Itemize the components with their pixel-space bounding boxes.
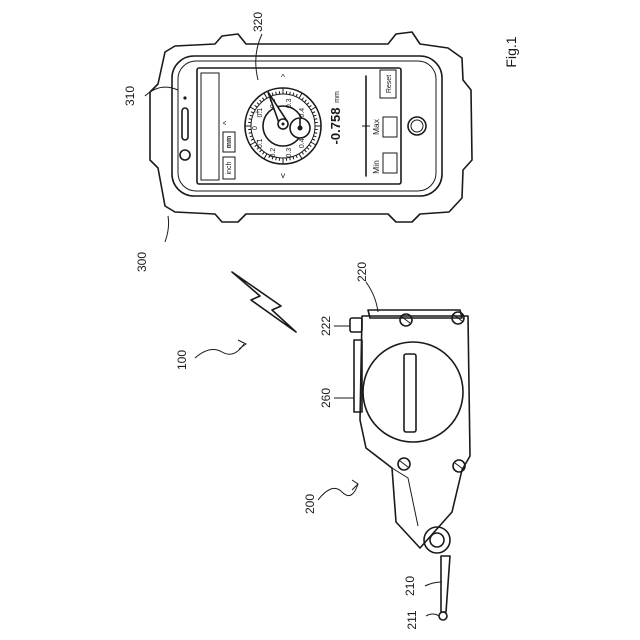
dial-tick [260,150,262,152]
dial-tick [250,136,253,137]
analog-dial: 0.50.40.30.20.100.10.20.30.4 + − [245,88,321,164]
dial-tick [262,98,264,100]
screws [398,312,465,472]
dial-tick [304,150,306,152]
dial-tick [311,107,316,110]
label-300: 300 [135,252,149,272]
screw-slot [400,461,408,467]
dial-tick [313,115,316,116]
label-320: 320 [251,12,265,32]
leader-200 [318,484,358,500]
figure-title: Fig.1 [503,36,519,67]
probe-tip [439,612,447,620]
dial-tick [311,142,316,145]
dial-tick [302,98,304,100]
digital-reading: -0.758 [328,108,343,145]
dial-tick [257,103,259,105]
dial-tick [249,119,252,120]
label-210: 210 [403,576,417,596]
dial-tick [290,92,291,95]
dial-tick [312,139,315,140]
dial-tick [293,93,294,96]
leader-100-arrow [238,340,246,349]
wireless-signal-icon [232,272,296,332]
label-310: 310 [123,86,137,106]
dial-tick [304,100,306,102]
label-100: 100 [175,350,189,370]
test-indicator-gauge [350,310,470,620]
dial-tick [309,105,311,107]
min-value-field [383,153,397,173]
minus-sign: − [252,139,262,144]
chevron-right-up-icon[interactable]: ^ [281,72,285,82]
dial-tick [307,147,309,149]
reading-unit: mm [334,91,341,103]
leader-100 [195,344,244,358]
unit-inch-label: inch [226,161,233,174]
terminal-device: inch mm ^ ^ v 0.50.40.30.20.100.10.20.30… [150,32,472,222]
leader-200-arrow [352,480,358,490]
dial-tick-label: 0.4 [299,138,306,148]
dial-tick-label: 0.3 [286,148,293,158]
dial-tick [255,105,257,107]
dial-tick [312,112,315,113]
dial-tick [302,152,304,154]
leader-220 [366,282,378,312]
leader-300 [165,216,169,242]
dial-tick-label: 0.3 [286,98,293,108]
dial-tick [260,100,262,102]
dial-tick [314,133,317,134]
unit-mm-label: mm [226,136,233,148]
dial-tick [264,93,267,98]
screw-slot [455,463,463,469]
dial-tick [276,92,277,95]
dial-tick [296,155,297,158]
reset-label: Reset [386,75,393,93]
label-222: 222 [319,316,333,336]
plus-sign: + [252,109,262,114]
dial-tick [262,152,264,154]
max-label: Max [371,118,381,135]
battery-cover [363,342,463,442]
stem [350,318,362,332]
dial-tick [293,156,294,159]
probe-arm [441,556,450,612]
dial-tick [307,103,309,105]
app-side-panel [201,73,219,180]
dial-tick [309,145,311,147]
speaker-slot [182,108,188,140]
dial-tick-label: 0.2 [270,148,277,158]
label-200: 200 [303,494,317,514]
dial-tick [296,94,297,97]
sensor-circle [180,150,190,160]
dial-tick [264,154,267,159]
leader-211 [426,614,439,616]
label-220: 220 [355,262,369,282]
leader-210 [425,582,442,586]
dial-tick [299,93,302,98]
chevron-up-icon[interactable]: ^ [221,121,231,125]
dial-hub-dot [282,123,285,126]
label-260: 260 [319,388,333,408]
leader-320 [256,34,262,80]
front-camera-icon [183,96,186,99]
pivot-eye-inner [430,533,444,547]
cover-slot [404,354,416,432]
sub-dial-hub [298,126,303,131]
min-label: Min [371,160,381,174]
dial-tick [272,93,273,96]
dial-tick-label: 0 [252,126,259,130]
dial-tick-label: 0.4 [299,108,306,118]
dial-tick [314,119,317,120]
dial-tick [249,133,252,134]
dial-tick [313,136,316,137]
home-button-ring [411,120,423,132]
label-211: 211 [405,610,419,629]
dial-tick [299,154,302,159]
max-value-field [383,117,397,137]
chevron-right-down-icon[interactable]: v [281,170,286,180]
